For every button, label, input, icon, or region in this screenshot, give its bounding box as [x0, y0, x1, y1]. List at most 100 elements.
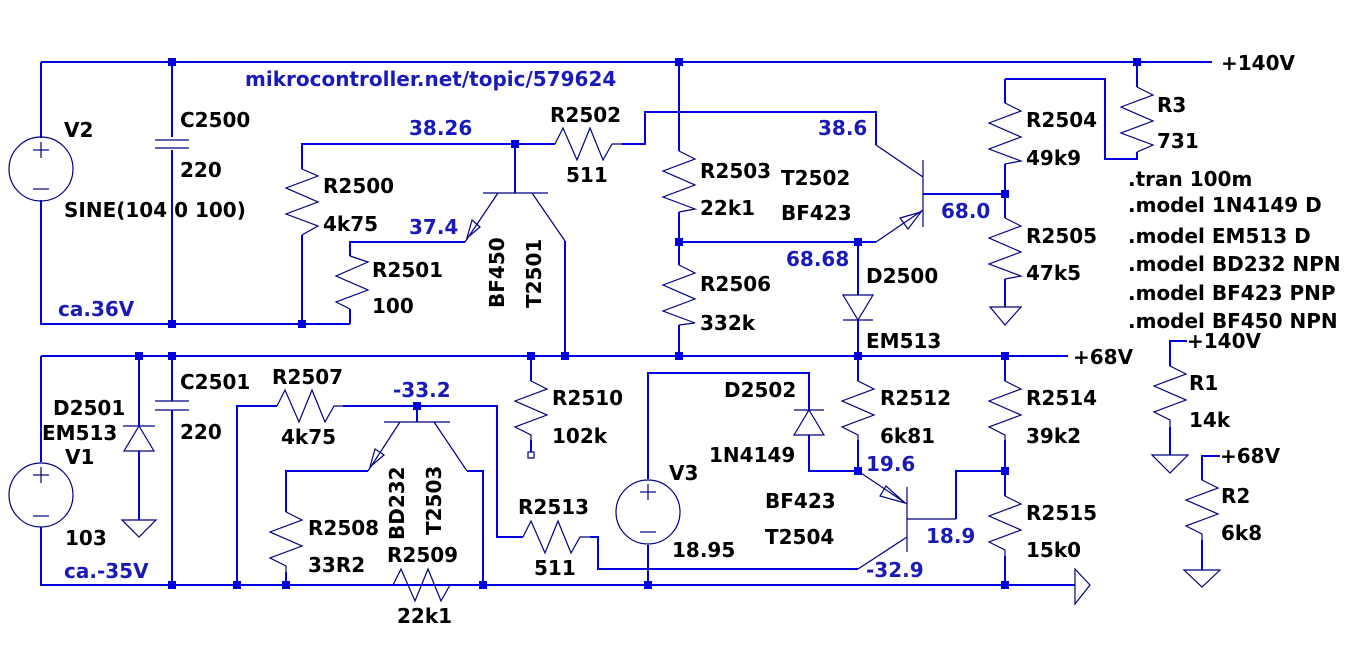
symbols	[8, 86, 1222, 606]
node-voltage: 68.0	[941, 199, 990, 223]
c2500-name: C2500	[180, 108, 250, 132]
r2507-name: R2507	[272, 365, 343, 389]
r2504-symbol	[987, 102, 1024, 165]
r2514-name: R2514	[1026, 386, 1097, 410]
r2508-value: 33R2	[308, 553, 365, 577]
node-voltage: 18.9	[926, 524, 975, 548]
v2-value: SINE(104 0 100)	[64, 198, 246, 222]
spice-directive: .model BF450 NPN	[1128, 309, 1338, 333]
r3-value: 731	[1157, 129, 1199, 153]
r2501-value: 100	[372, 294, 414, 318]
r2515-value: 15k0	[1026, 538, 1081, 562]
d2501-symbol	[122, 424, 156, 452]
node-voltage: 38.26	[409, 116, 472, 140]
r2507-symbol	[276, 388, 343, 424]
v2-name: V2	[64, 118, 93, 142]
r2510-value: 102k	[552, 424, 608, 448]
net-label-r2: +68V	[1220, 444, 1281, 468]
d2501-model: EM513	[42, 421, 117, 445]
c2501-name: C2501	[180, 370, 250, 394]
v1-name: V1	[65, 445, 94, 469]
node-voltage: -33.2	[393, 378, 451, 402]
t2504-model: BF423	[765, 489, 836, 513]
r2514-symbol	[987, 380, 1023, 440]
v3-source-symbol	[615, 479, 681, 545]
v1-source-symbol	[8, 462, 74, 528]
node-voltage: -32.9	[866, 558, 924, 582]
r2500-symbol	[284, 168, 320, 236]
r2503-symbol	[661, 150, 698, 213]
output-flag-icon	[1074, 567, 1091, 606]
r2512-name: R2512	[880, 386, 951, 410]
r2505-symbol	[987, 217, 1024, 280]
r2502-value: 511	[566, 163, 608, 187]
spice-directive: .model 1N4149 D	[1128, 193, 1322, 217]
r2508-symbol	[268, 511, 304, 572]
r2514-value: 39k2	[1026, 424, 1081, 448]
r2509-symbol	[392, 567, 451, 603]
r2501-name: R2501	[372, 258, 443, 282]
r2510-open-terminal	[527, 451, 535, 459]
r2508-name: R2508	[308, 516, 379, 540]
ground-icon	[1182, 569, 1222, 588]
r2503-name: R2503	[700, 159, 771, 183]
r1-name: R1	[1189, 371, 1218, 395]
r2512-symbol	[840, 380, 876, 440]
r2510-name: R2510	[552, 386, 623, 410]
r2506-value: 332k	[700, 311, 756, 335]
t2503-transistor-symbol	[367, 421, 468, 472]
annotation-url: mikrocontroller.net/topic/579624	[245, 67, 616, 91]
d2502-model: 1N4149	[709, 443, 795, 467]
r2515-symbol	[987, 495, 1023, 556]
r1-value: 14k	[1189, 408, 1231, 432]
r3-symbol	[1119, 86, 1155, 153]
ground-icon	[120, 519, 158, 538]
r2513-value: 511	[534, 556, 576, 580]
r2500-name: R2500	[323, 174, 394, 198]
t2503-model: BD232	[385, 466, 409, 540]
c2501-value: 220	[180, 420, 222, 444]
t2502-name: T2502	[781, 166, 850, 190]
r2503-value: 22k1	[700, 196, 755, 220]
ground-icon	[988, 306, 1023, 326]
spice-directive: .model EM513 D	[1128, 224, 1311, 248]
r2509-value: 22k1	[397, 604, 452, 628]
r2506-symbol	[661, 264, 697, 326]
d2501-name: D2501	[53, 396, 125, 420]
r2504-name: R2504	[1026, 108, 1097, 132]
ground-icon	[1150, 454, 1190, 474]
t2502-transistor-symbol	[875, 144, 924, 243]
r3-name: R3	[1157, 93, 1186, 117]
spice-directive: .model BF423 PNP	[1128, 281, 1336, 305]
r2500-value: 4k75	[323, 212, 378, 236]
t2501-name: T2501	[522, 239, 546, 308]
net-label-r1: +140V	[1187, 329, 1262, 353]
t2501-model: BF450	[485, 237, 509, 308]
r2512-value: 6k81	[880, 424, 935, 448]
d2500-name: D2500	[866, 264, 938, 288]
t2502-model: BF423	[781, 201, 852, 225]
spice-directive: .model BD232 NPN	[1128, 252, 1341, 276]
v3-name: V3	[669, 461, 698, 485]
node-voltage: 37.4	[409, 215, 458, 239]
r2507-value: 4k75	[281, 425, 336, 449]
r2515-name: R2515	[1026, 501, 1097, 525]
net-label-top-rail: +140V	[1221, 51, 1296, 75]
r2509-name: R2509	[387, 543, 458, 567]
spice-directive: .tran 100m	[1128, 167, 1252, 191]
r2505-name: R2505	[1026, 224, 1097, 248]
t2501-transistor-symbol	[464, 192, 566, 243]
d2502-name: D2502	[724, 378, 796, 402]
node-voltage: 19.6	[866, 452, 915, 476]
r2513-name: R2513	[518, 495, 589, 519]
junctions	[135, 58, 1141, 589]
t2503-name: T2503	[422, 466, 446, 535]
r1-symbol	[1152, 365, 1188, 427]
note-v2-voltage: ca.36V	[58, 297, 135, 321]
t2504-transistor-symbol	[857, 470, 956, 570]
r2510-symbol	[513, 380, 549, 440]
r2513-symbol	[522, 519, 590, 555]
v1-value: 103	[65, 526, 107, 550]
t2504-name: T2504	[765, 525, 834, 549]
